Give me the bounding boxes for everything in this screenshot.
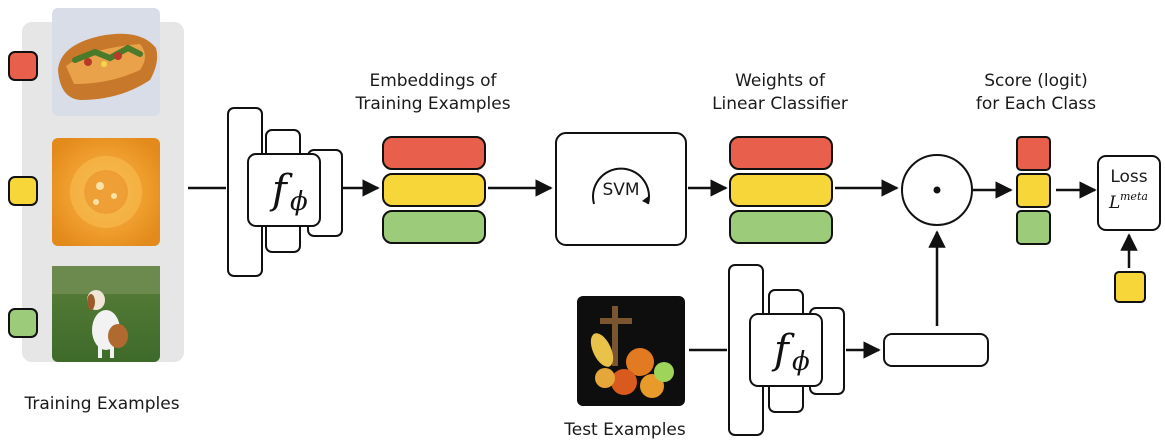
encoder-top: f ϕ bbox=[227, 107, 343, 277]
weights-label-line2: Linear Classifier bbox=[712, 94, 848, 114]
weight-yellow bbox=[729, 173, 833, 207]
encoder-top-subscript: ϕ bbox=[290, 187, 308, 217]
svm-label: SVM bbox=[602, 180, 639, 200]
weights-label-line1: Weights of bbox=[735, 71, 826, 91]
training-examples-label: Training Examples bbox=[23, 394, 179, 414]
score-yellow bbox=[1016, 173, 1051, 208]
training-image-orange bbox=[52, 138, 160, 246]
loss-superscript: meta bbox=[1120, 190, 1148, 203]
training-image-dog bbox=[52, 266, 160, 362]
score-label-line1: Score (logit) bbox=[984, 71, 1088, 91]
score-red bbox=[1016, 136, 1051, 171]
weight-green bbox=[729, 210, 833, 244]
embedding-red bbox=[382, 136, 486, 170]
class-label-green bbox=[8, 308, 38, 338]
embedding-green bbox=[382, 210, 486, 244]
training-image-hot-dog bbox=[52, 8, 160, 116]
score-green bbox=[1016, 210, 1051, 245]
svm-cycle-icon bbox=[592, 167, 650, 205]
encoder-bottom-subscript: ϕ bbox=[792, 347, 810, 377]
class-label-yellow bbox=[8, 176, 38, 206]
test-embedding bbox=[883, 333, 989, 367]
embedding-yellow bbox=[382, 173, 486, 207]
loss-label: Loss bbox=[1110, 167, 1147, 187]
embeddings-label-line2: Training Examples bbox=[354, 94, 510, 114]
weight-red bbox=[729, 136, 833, 170]
svm-block: SVM bbox=[555, 132, 687, 246]
test-class-label-yellow bbox=[1114, 271, 1146, 303]
class-label-red bbox=[8, 51, 38, 81]
test-image-fruit bbox=[577, 296, 685, 406]
dot-product-icon bbox=[933, 186, 941, 194]
loss-symbol: L bbox=[1108, 193, 1120, 213]
embeddings-label-line1: Embeddings of bbox=[369, 71, 497, 91]
score-label-line2: for Each Class bbox=[976, 94, 1096, 114]
loss-block: Loss L meta bbox=[1097, 155, 1161, 231]
encoder-bottom: f ϕ bbox=[728, 264, 845, 436]
test-examples-label: Test Examples bbox=[563, 420, 686, 440]
